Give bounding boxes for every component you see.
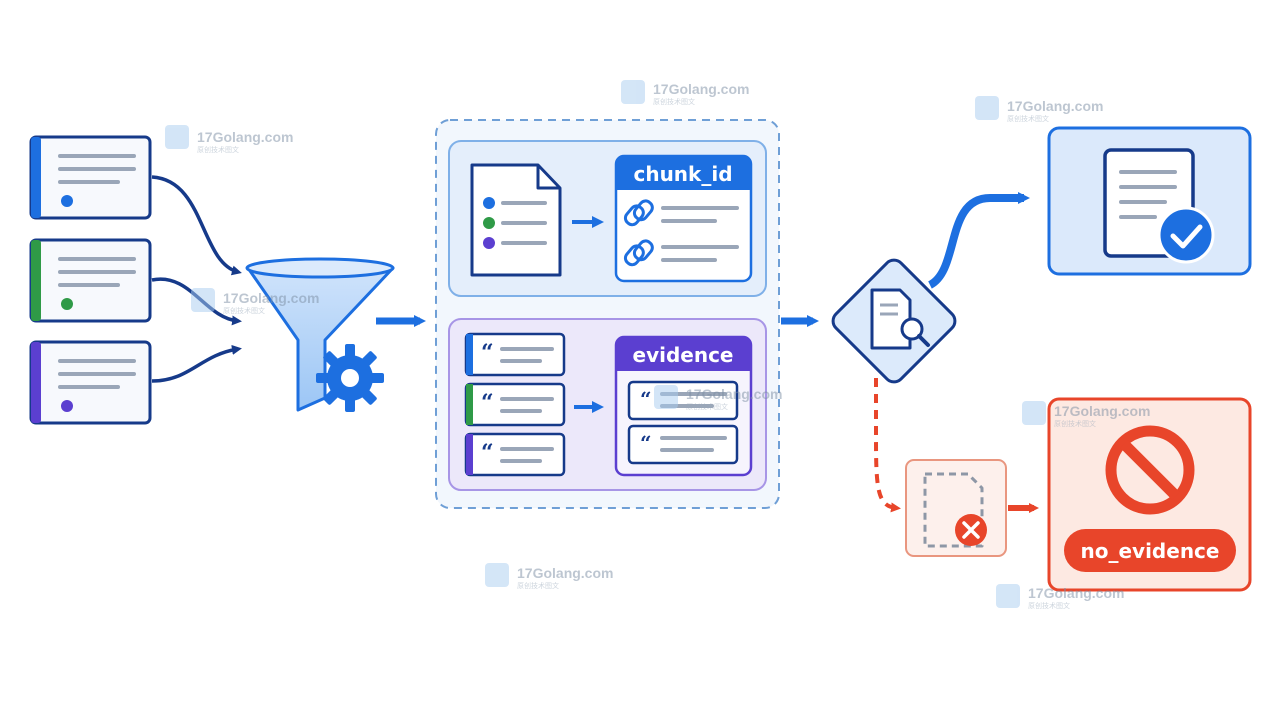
svg-text:原创技术图文: 原创技术图文	[517, 581, 559, 590]
source-doc-purple	[29, 340, 152, 425]
watermark: 17Golang.com 原创技术图文	[996, 584, 1124, 610]
source-doc-blue	[29, 135, 152, 220]
watermark: 17Golang.com 原创技术图文	[485, 563, 613, 590]
quote-icon: “	[481, 390, 494, 416]
watermark: 17Golang.com 原创技术图文	[975, 96, 1103, 123]
doc-to-funnel-arrows	[151, 175, 242, 383]
quote-card: “	[464, 382, 566, 427]
failure-arrow	[874, 378, 901, 513]
svg-text:原创技术图文: 原创技术图文	[1007, 114, 1049, 123]
svg-text:17Golang.com: 17Golang.com	[653, 81, 749, 97]
svg-text:原创技术图文: 原创技术图文	[197, 145, 239, 154]
watermarks: 17Golang.com 原创技术图文 17Golang.com 原创技术图文 …	[165, 80, 1150, 610]
svg-text:原创技术图文: 原创技术图文	[653, 97, 695, 106]
missing-document-icon	[923, 472, 987, 548]
missing-evidence-box	[905, 459, 1007, 557]
chunk-id-title: chunk_id	[633, 162, 732, 186]
quote-card: “	[464, 432, 566, 477]
quote-icon: “	[640, 387, 652, 411]
quote-icon: “	[481, 440, 494, 466]
quote-icon: “	[481, 340, 494, 366]
watermark: 17Golang.com 原创技术图文	[1022, 401, 1150, 428]
watermark: 17Golang.com 原创技术图文	[621, 80, 749, 106]
svg-text:17Golang.com: 17Golang.com	[1054, 403, 1150, 419]
svg-text:17Golang.com: 17Golang.com	[1007, 98, 1103, 114]
gear-icon	[316, 344, 384, 412]
watermark: 17Golang.com 原创技术图文	[654, 385, 782, 411]
watermark: 17Golang.com 原创技术图文	[191, 288, 319, 315]
svg-text:17Golang.com: 17Golang.com	[1028, 585, 1124, 601]
link-icon	[623, 239, 654, 267]
funnel-icon	[245, 257, 395, 412]
evidence-check-diamond	[831, 258, 957, 384]
quote-icon: “	[640, 431, 652, 455]
source-doc-green	[29, 238, 152, 323]
link-icon	[623, 199, 654, 227]
document-check-icon	[1103, 148, 1215, 264]
evidence-panel: “ “ “ evidence “	[448, 318, 767, 491]
svg-text:原创技术图文: 原创技术图文	[223, 306, 265, 315]
quote-card: “	[464, 332, 566, 377]
svg-text:原创技术图文: 原创技术图文	[1028, 601, 1070, 610]
svg-text:17Golang.com: 17Golang.com	[517, 565, 613, 581]
svg-text:原创技术图文: 原创技术图文	[686, 402, 728, 411]
evidence-title: evidence	[633, 343, 734, 367]
quote-card: “	[627, 424, 739, 465]
success-box	[1047, 126, 1252, 276]
success-arrow	[927, 192, 1030, 289]
no-evidence-label: no_evidence	[1081, 539, 1220, 563]
svg-text:17Golang.com: 17Golang.com	[686, 386, 782, 402]
document-icon	[470, 163, 562, 277]
svg-text:原创技术图文: 原创技术图文	[1054, 419, 1096, 428]
chunk-panel: chunk_id	[448, 140, 767, 297]
prohibited-icon	[1105, 425, 1195, 515]
svg-text:17Golang.com: 17Golang.com	[197, 129, 293, 145]
svg-text:17Golang.com: 17Golang.com	[223, 290, 319, 306]
watermark: 17Golang.com 原创技术图文	[165, 125, 293, 154]
reject-box: no_evidence	[1047, 397, 1252, 592]
document-search-icon	[870, 288, 930, 350]
